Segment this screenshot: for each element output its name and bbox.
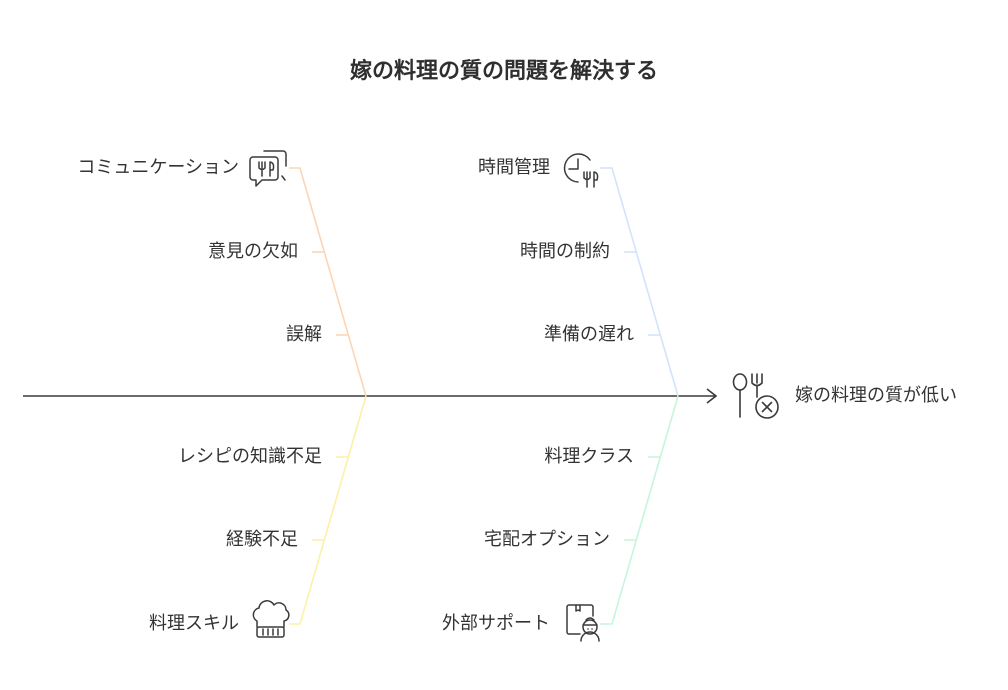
branch-communication xyxy=(289,167,367,397)
clock-utensils-icon xyxy=(563,153,599,188)
cause-label-cooking-skill-2: 経験不足 xyxy=(226,529,298,550)
speech-bubble-utensils-icon xyxy=(249,150,287,187)
effect-label: 嫁の料理の質が低い xyxy=(795,385,957,406)
category-label-time-management: 時間管理 xyxy=(478,157,550,178)
cause-label-external-support-1: 料理クラス xyxy=(544,446,634,467)
chef-hat-icon xyxy=(252,600,290,638)
delivery-person-icon xyxy=(566,604,600,642)
cause-label-communication-2: 誤解 xyxy=(286,324,322,345)
cause-label-communication-1: 意見の欠如 xyxy=(208,241,298,262)
branch-external-support xyxy=(600,395,679,625)
branch-cooking-skill xyxy=(289,395,367,625)
category-label-communication: コミュニケーション xyxy=(77,157,239,178)
cause-label-time-management-2: 準備の遅れ xyxy=(544,324,634,345)
cause-label-cooking-skill-1: レシピの知識不足 xyxy=(178,446,322,467)
category-label-external-support: 外部サポート xyxy=(442,613,550,634)
cause-label-external-support-2: 宅配オプション xyxy=(484,529,610,550)
diagram-title: 嫁の料理の質の問題を解決する xyxy=(349,59,658,84)
branch-time-management xyxy=(600,167,679,397)
spine-arrowhead xyxy=(706,388,718,404)
category-label-cooking-skill: 料理スキル xyxy=(149,613,239,634)
cause-label-time-management-1: 時間の制約 xyxy=(520,241,610,262)
spoon-fork-x-icon xyxy=(732,373,779,419)
